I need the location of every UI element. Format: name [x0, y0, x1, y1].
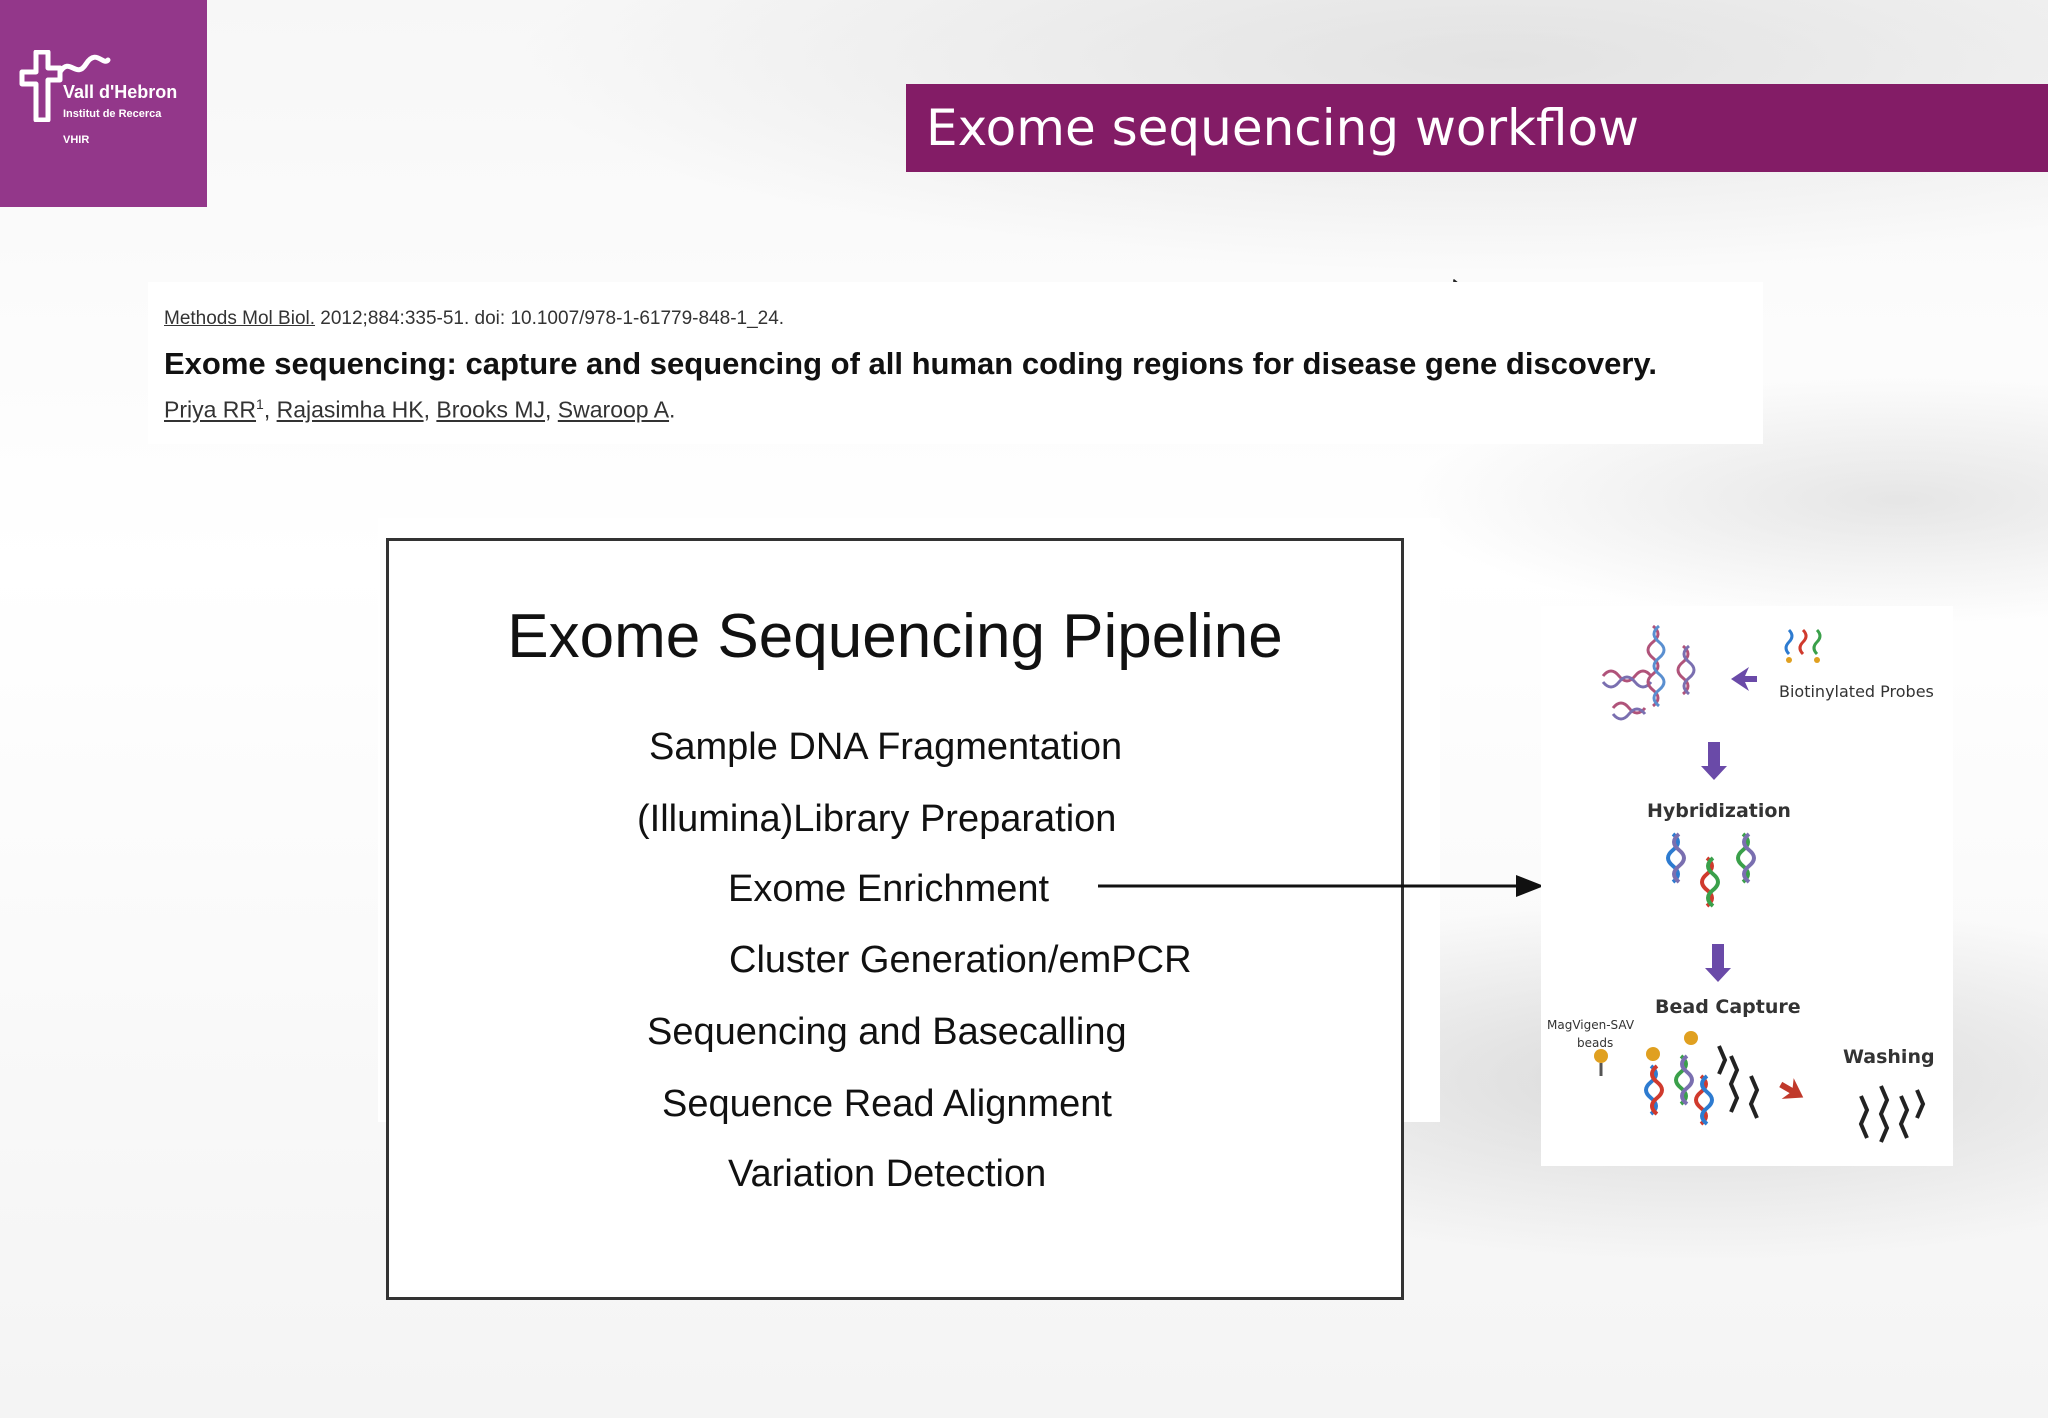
citation-journal-line: Methods Mol Biol. 2012;884:335-51. doi: … [164, 308, 784, 330]
pipeline-box: Exome Sequencing Pipeline Sample DNA Fra… [386, 538, 1404, 1300]
logo-cross-icon [19, 50, 111, 122]
dna-fragments-icon [1601, 624, 1696, 721]
connector-arrow [1098, 875, 1544, 897]
author-affiliation: 1 [256, 396, 264, 412]
logo-acronym: VHIR [63, 134, 90, 146]
author-link[interactable]: Brooks MJ [436, 396, 546, 423]
arrow-left-icon [1731, 667, 1757, 691]
slide-title: Exome sequencing workflow [906, 84, 2048, 172]
probes-icon [1784, 628, 1822, 663]
washing-label: Washing [1843, 1046, 1935, 1068]
capture-diagram: Biotinylated Probes Hybridization Bead C… [1541, 606, 1953, 1166]
citation-title: Exome sequencing: capture and sequencing… [164, 346, 1657, 381]
pipeline-title: Exome Sequencing Pipeline [507, 602, 1283, 671]
washed-fragments-icon [1858, 1085, 1926, 1143]
author-link[interactable]: Swaroop A [557, 396, 670, 423]
hybrid-dna-icon [1666, 832, 1756, 908]
bead-capture-icon [1594, 1031, 1760, 1126]
arrow-down-icon [1701, 742, 1727, 780]
pipeline-step: Cluster Generation/emPCR [729, 939, 1192, 981]
citation-box: Methods Mol Biol. 2012;884:335-51. doi: … [148, 282, 1763, 444]
bead-capture-label: Bead Capture [1655, 996, 1801, 1018]
pipeline-step: Variation Detection [728, 1153, 1047, 1195]
citation-details: 2012;884:335-51. doi: 10.1007/978-1-6177… [315, 308, 785, 329]
arrow-right-icon [1779, 1078, 1804, 1099]
arrow-down-icon [1705, 944, 1731, 982]
beads-label: beads [1577, 1036, 1614, 1050]
beads-label: MagVigen-SAV [1547, 1018, 1635, 1032]
author-link[interactable]: Priya RR [164, 396, 257, 423]
logo-name: Vall d'Hebron [63, 82, 178, 102]
probes-label: Biotinylated Probes [1779, 682, 1934, 701]
citation-authors: Priya RR1, Rajasimha HK, Brooks MJ, Swar… [164, 396, 676, 423]
pipeline-step: Sequence Read Alignment [662, 1083, 1112, 1125]
vhir-logo: Vall d'Hebron Institut de Recerca VHIR [0, 0, 207, 207]
logo-subtitle: Institut de Recerca [63, 108, 162, 120]
hybridization-label: Hybridization [1647, 800, 1791, 822]
pipeline-step: (Illumina)Library Preparation [637, 798, 1117, 840]
pipeline-step: Exome Enrichment [728, 868, 1050, 910]
author-link[interactable]: Rajasimha HK [276, 396, 424, 423]
pipeline-step: Sample DNA Fragmentation [649, 726, 1123, 768]
pipeline-step: Sequencing and Basecalling [647, 1011, 1127, 1053]
journal-link[interactable]: Methods Mol Biol. [164, 308, 316, 329]
